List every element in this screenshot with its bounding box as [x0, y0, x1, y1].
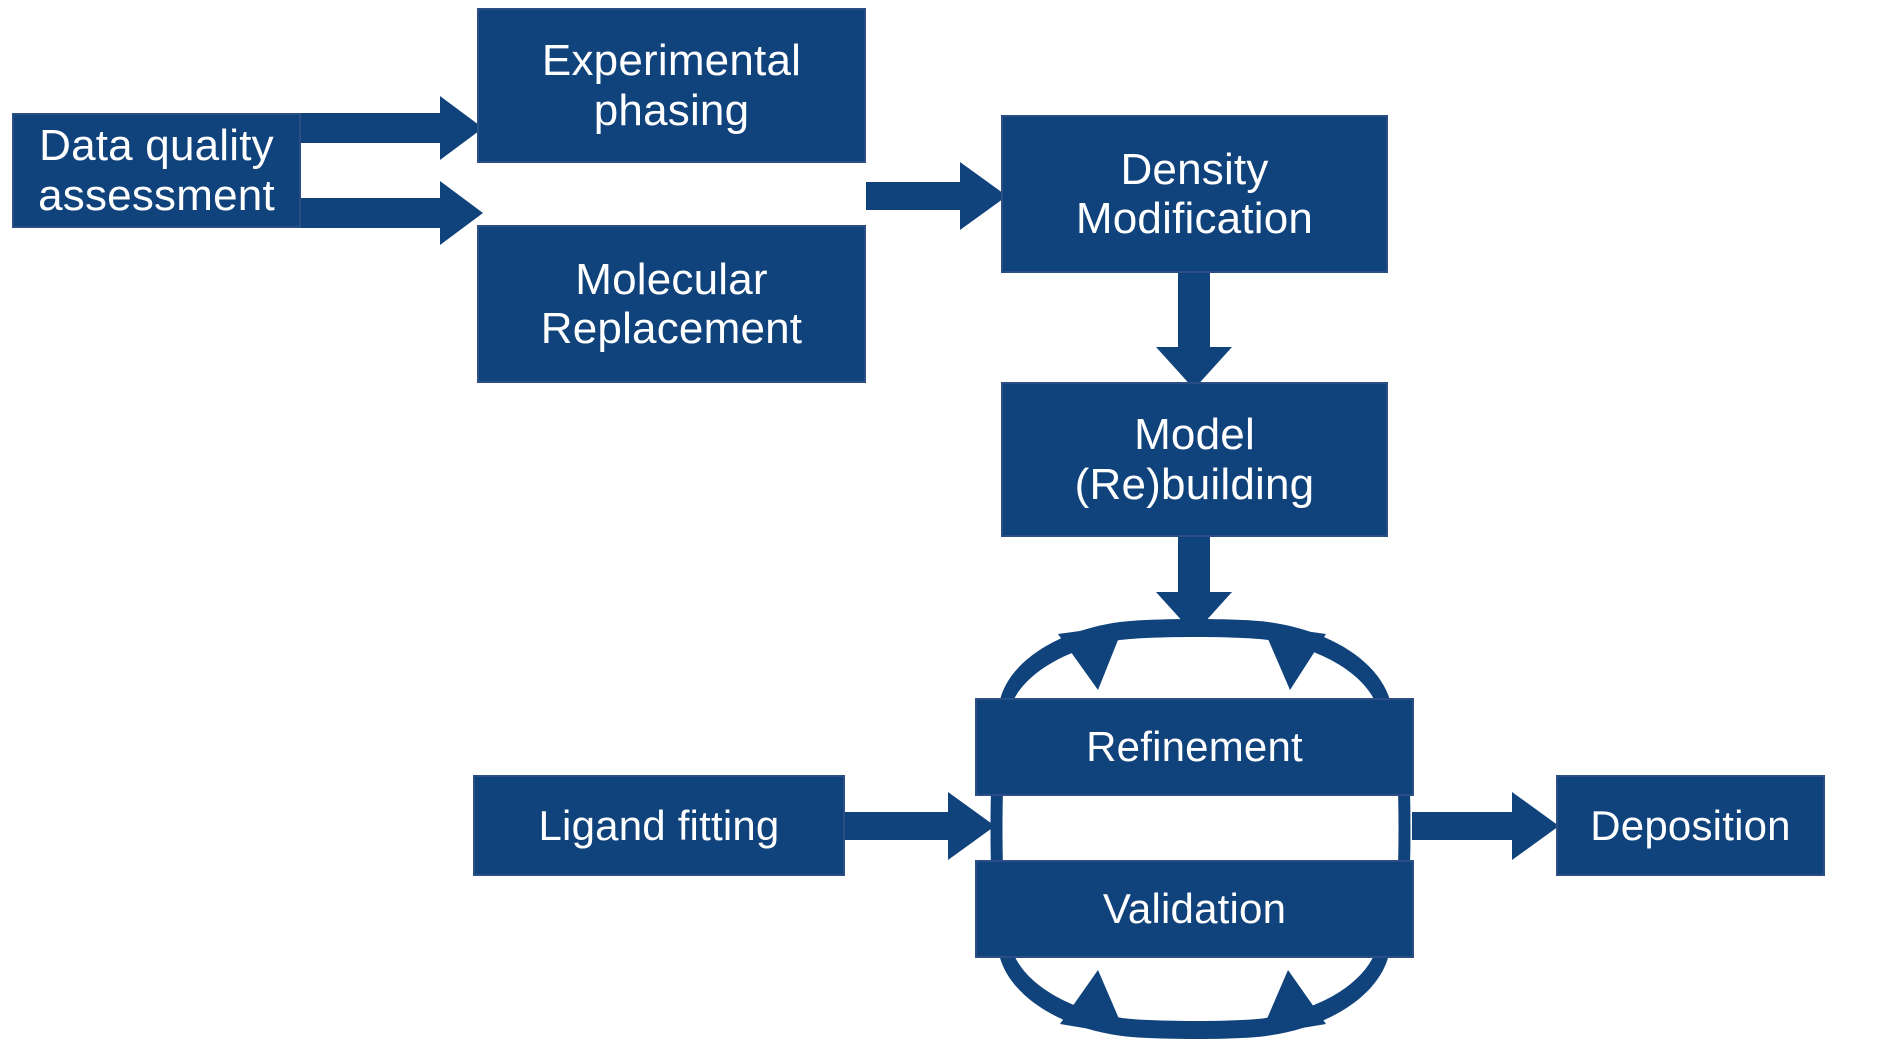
node-deposition[interactable]: Deposition [1556, 775, 1825, 876]
arrow-density-mod-to-model-build [1156, 272, 1232, 389]
arrow-phasing-to-density-mod [866, 162, 1007, 230]
arrow-ligand-fit-to-cycle [845, 792, 995, 860]
arrow-data-quality-to-mol-replace [300, 181, 483, 245]
node-experimental-phasing[interactable]: Experimental phasing [477, 8, 866, 163]
arrow-data-quality-to-exp-phasing [300, 96, 483, 160]
node-data-quality-assessment[interactable]: Data quality assessment [12, 113, 301, 228]
node-label: Molecular Replacement [540, 254, 803, 353]
node-label: Model (Re)building [1074, 410, 1315, 509]
arrow-model-build-to-refinement [1156, 537, 1232, 634]
node-validation[interactable]: Validation [975, 860, 1414, 958]
node-label: Ligand fitting [538, 801, 780, 849]
node-label: Experimental phasing [541, 36, 802, 135]
cycle-arc-bottom [1000, 955, 1388, 1039]
node-molecular-replacement[interactable]: Molecular Replacement [477, 225, 866, 383]
node-label: Refinement [1086, 723, 1303, 771]
node-ligand-fitting[interactable]: Ligand fitting [473, 775, 845, 876]
node-model-rebuilding[interactable]: Model (Re)building [1001, 382, 1388, 537]
arrow-cycle-to-deposition [1412, 792, 1559, 860]
node-refinement[interactable]: Refinement [975, 698, 1414, 796]
node-label: Validation [1102, 885, 1287, 933]
node-label: Density Modification [1075, 144, 1314, 243]
node-label: Deposition [1590, 801, 1791, 849]
cycle-arc-top [1000, 619, 1390, 703]
node-density-modification[interactable]: Density Modification [1001, 115, 1388, 273]
node-label: Data quality assessment [38, 121, 275, 220]
